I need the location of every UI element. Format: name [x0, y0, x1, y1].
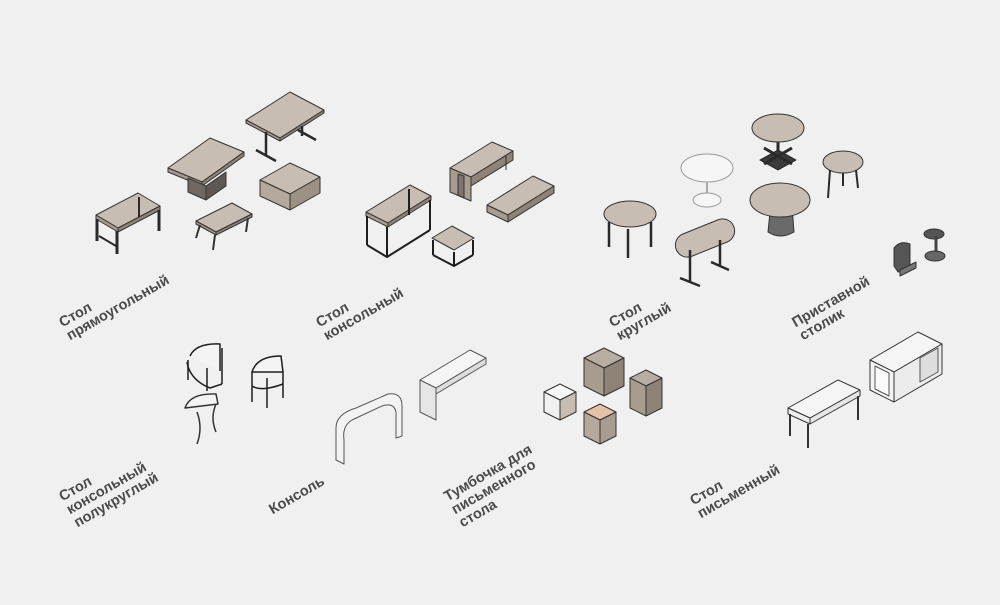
- writing-desk-1: [787, 379, 861, 448]
- console-table-3: [449, 141, 514, 202]
- round-table-5: [749, 182, 811, 237]
- pedestal-3: [583, 403, 617, 445]
- semicircular-table-2: [251, 355, 284, 408]
- console-table-4: [486, 175, 555, 223]
- rectangular-table-3: [245, 91, 325, 163]
- rectangular-table-1: [95, 192, 161, 254]
- writing-desk-2: [869, 331, 943, 403]
- round-table-6: [674, 218, 736, 288]
- side-table-1: [893, 242, 917, 277]
- rectangular-table-2: [167, 137, 245, 201]
- pedestal-1: [543, 383, 577, 421]
- pedestal-4: [629, 369, 663, 417]
- round-table-2: [680, 153, 734, 208]
- rectangular-table-5: [259, 162, 321, 211]
- console-table-1: [365, 184, 432, 258]
- round-table-3: [751, 113, 805, 171]
- konsol-1: [335, 393, 403, 465]
- console-table-2: [431, 225, 475, 267]
- round-table-4: [822, 150, 864, 199]
- pedestal-2: [583, 347, 625, 397]
- rectangular-table-4: [195, 202, 253, 251]
- semicircular-table-1: [186, 343, 223, 391]
- side-table-2: [923, 228, 946, 262]
- round-table-1: [603, 200, 657, 258]
- semicircular-table-3: [184, 393, 219, 445]
- konsol-2: [419, 349, 487, 421]
